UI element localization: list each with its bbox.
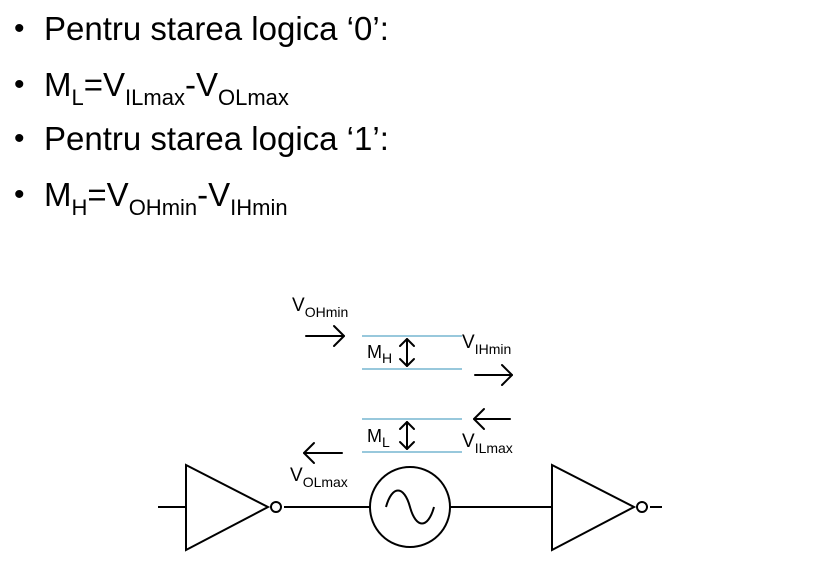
bullet-item-state-0: • Pentru starea logica ‘0’:: [0, 2, 824, 56]
vil-label: VILmax: [462, 431, 513, 456]
subscript-text: L: [71, 85, 84, 110]
double-arrow-icon: [399, 338, 415, 367]
bullet-text: MH=VOHmin-VIHmin: [44, 168, 288, 222]
formula-text: -V: [197, 176, 231, 213]
bullet-item-ml-formula: • ML=VILmax-VOLmax: [0, 58, 824, 112]
bullet-item-mh-formula: • MH=VOHmin-VIHmin: [0, 168, 824, 222]
double-arrow-icon: [399, 421, 415, 450]
subscript-text: OHmin: [128, 195, 198, 220]
formula-text: =V: [87, 176, 129, 213]
sine-source-icon: [369, 466, 451, 548]
subscript-text: ILmax: [125, 85, 185, 110]
subscript-text: OLmax: [217, 85, 289, 110]
bullet-dot: •: [14, 122, 25, 155]
formula-text: Pentru starea logica ‘0’:: [44, 10, 389, 47]
vol-label: VOLmax: [290, 465, 348, 490]
formula-text: M: [44, 176, 72, 213]
formula-text: Pentru starea logica ‘1’:: [44, 120, 389, 157]
bullet-text: Pentru starea logica ‘0’:: [44, 2, 389, 56]
inverter-icon: [551, 463, 648, 552]
right-arrow-icon: [305, 325, 345, 347]
bullet-dot: •: [14, 178, 25, 211]
vih-label: VIHmin: [462, 332, 511, 357]
formula-text: -V: [184, 66, 218, 103]
left-arrow-icon: [473, 408, 511, 430]
bullet-dot: •: [14, 68, 25, 101]
formula-text: M: [44, 66, 72, 103]
right-arrow-icon: [474, 364, 513, 386]
mh-label: MH: [367, 342, 392, 366]
ml-label: ML: [367, 426, 390, 450]
voh-label: VOHmin: [292, 295, 348, 320]
subscript-text: IHmin: [230, 195, 288, 220]
left-arrow-icon: [303, 442, 343, 464]
subscript-text: H: [71, 195, 88, 220]
bullet-text: Pentru starea logica ‘1’:: [44, 112, 389, 166]
formula-text: =V: [83, 66, 126, 103]
inverter-icon: [185, 463, 282, 552]
bullet-item-state-1: • Pentru starea logica ‘1’:: [0, 112, 824, 166]
bullet-dot: •: [14, 12, 25, 45]
bullet-text: ML=VILmax-VOLmax: [44, 58, 289, 112]
